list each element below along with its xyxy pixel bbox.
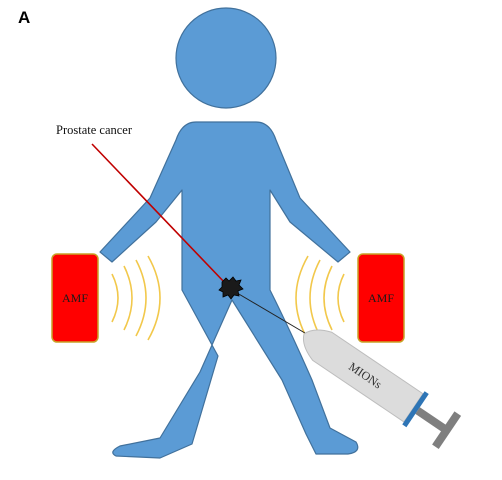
- right-amf-label: AMF: [368, 291, 394, 305]
- panel-label: A: [18, 8, 31, 27]
- tumor-icon: [218, 276, 244, 300]
- tumor-label: Prostate cancer: [56, 123, 133, 137]
- needle-line: [231, 289, 311, 337]
- left-amf-label: AMF: [62, 291, 88, 305]
- left-amf-coil: AMF: [51, 253, 99, 343]
- magnetic-field-waves-icon: [111, 255, 161, 341]
- human-silhouette-icon: [99, 7, 359, 459]
- syringe-icon: MIONs: [302, 329, 462, 449]
- right-amf-coil: AMF: [357, 253, 405, 343]
- magnetic-field-waves-icon: [295, 255, 345, 341]
- tumor-callout-line: [91, 143, 227, 285]
